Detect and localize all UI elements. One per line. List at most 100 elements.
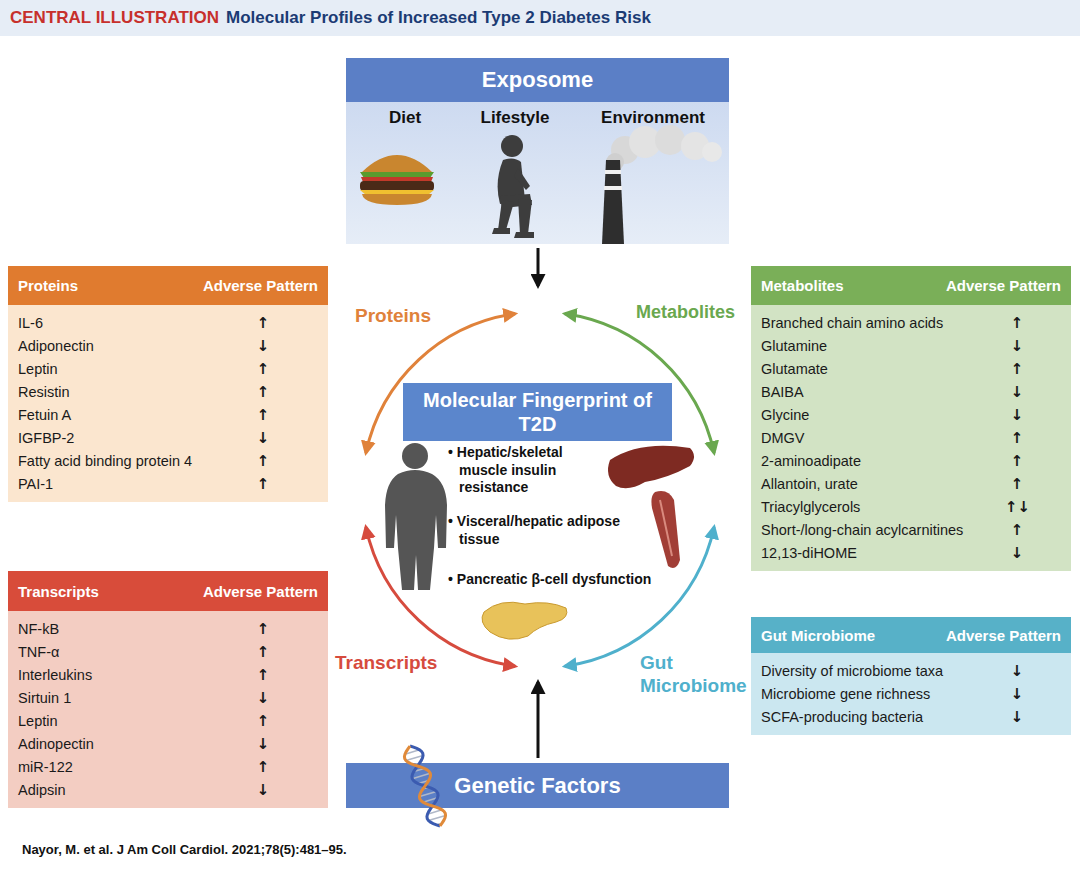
table-cell: IGFBP-2 xyxy=(18,430,74,446)
table-cell: Short-/long-chain acylcarnitines xyxy=(761,522,963,538)
category-label: Lifestyle xyxy=(481,108,550,128)
trend-arrow: ↑ xyxy=(1005,475,1029,493)
table-row: Adiponectin↓ xyxy=(8,334,328,357)
trend-arrow: ↑↓ xyxy=(1005,498,1029,516)
trend-arrow: ↑ xyxy=(251,406,275,424)
trend-arrow: ↑ xyxy=(251,314,275,332)
table-row: Diversity of microbiome taxa↓ xyxy=(751,659,1071,682)
trend-arrow: ↑ xyxy=(251,475,275,493)
column-heading: Adverse Pattern xyxy=(203,583,318,600)
title: Molecular Profiles of Increased Type 2 D… xyxy=(226,8,651,28)
table-cell: Glutamate xyxy=(761,361,828,377)
exposome-box: ExposomeDiet Lifestyle Environment xyxy=(346,58,729,244)
table-row: Fetuin A ↑ xyxy=(8,403,328,426)
table-row: Branched chain amino acids ↑ xyxy=(751,311,1071,334)
panel-header: Gut Microbiome Adverse Pattern xyxy=(751,617,1071,653)
trend-arrow: ↓ xyxy=(1005,406,1029,424)
trend-arrow: ↓ xyxy=(251,337,275,355)
trend-arrow: ↑ xyxy=(1005,360,1029,378)
column-heading: Adverse Pattern xyxy=(946,627,1061,644)
table-row: Resistin↑ xyxy=(8,380,328,403)
dna-helix xyxy=(404,746,445,826)
human-silhouette xyxy=(385,443,447,590)
table-row: Microbiome gene richness ↓ xyxy=(751,682,1071,705)
table-row: Glutamate ↑ xyxy=(751,357,1071,380)
panel-header: ProteinsAdverse Pattern xyxy=(8,266,328,305)
trend-arrow: ↑ xyxy=(251,643,275,661)
table-row: miR-122↑ xyxy=(8,755,328,778)
table-row: Adinopectin ↓ xyxy=(8,732,328,755)
exposome-arrow xyxy=(537,248,540,286)
table-row: SCFA-producing bacteria↓ xyxy=(751,705,1071,728)
title-row: CENTRAL ILLUSTRATION Molecular Profiles o… xyxy=(10,0,651,36)
trend-arrow: ↑ xyxy=(1005,521,1029,539)
table-row: IL-6↑ xyxy=(8,311,328,334)
header-text: Exposome xyxy=(482,67,593,93)
burger-icon xyxy=(360,155,434,205)
table-row: Glutamine↓ xyxy=(751,334,1071,357)
table-row: Sirtuin 1↓ xyxy=(8,686,328,709)
table-row: Leptin↑ xyxy=(8,709,328,732)
trend-arrow: ↓ xyxy=(1005,337,1029,355)
panel-title: Transcripts xyxy=(18,583,99,600)
trend-arrow: ↓ xyxy=(251,429,275,447)
table-cell: DMGV xyxy=(761,430,805,446)
proteins-panel: ProteinsAdverse PatternIL-6↑Adiponectin↓… xyxy=(8,266,328,502)
trend-arrow: ↑ xyxy=(1005,452,1029,470)
panel-body: IL-6↑Adiponectin↓Leptin↑Resistin↑Fetuin … xyxy=(8,305,328,502)
table-cell: Microbiome gene richness xyxy=(761,686,930,702)
title-bar xyxy=(0,0,1080,36)
trend-arrow: ↑ xyxy=(251,620,275,638)
table-cell: Triacylglycerols xyxy=(761,499,860,515)
trend-arrow: ↑ xyxy=(251,758,275,776)
trend-arrow: ↓ xyxy=(1005,685,1029,703)
table-cell: Adipsin xyxy=(18,782,66,798)
panel-title: Gut Microbiome xyxy=(761,627,875,644)
pancreas-icon xyxy=(482,602,567,639)
title-kicker: CENTRAL ILLUSTRATION xyxy=(10,8,219,28)
table-cell: Branched chain amino acids xyxy=(761,315,943,331)
category-label: Diet xyxy=(389,108,421,128)
table-cell: NF-kB xyxy=(18,621,59,637)
table-row: PAI-1↑ xyxy=(8,472,328,495)
trend-arrow: ↓ xyxy=(1005,383,1029,401)
transcripts-panel: TranscriptsAdverse PatternNF-kB↑TNF-α↑In… xyxy=(8,571,328,808)
table-row: DMGV↑ xyxy=(751,426,1071,449)
microbiome-panel: Gut Microbiome Adverse PatternDiversity o… xyxy=(751,617,1071,735)
table-cell: 12,13-diHOME xyxy=(761,545,857,561)
fingerprint-box: Molecular Fingerprint of T2D xyxy=(403,383,672,441)
bullet-text: • Visceral/hepatic adipose tissue xyxy=(448,513,634,548)
table-row: 2-aminoadipate↑ xyxy=(751,449,1071,472)
table-row: Glycine↓ xyxy=(751,403,1071,426)
arc-label: Metabolites xyxy=(636,302,735,324)
table-cell: Fatty acid binding protein 4 xyxy=(18,453,192,469)
trend-arrow: ↓ xyxy=(1005,662,1029,680)
trend-arrow: ↓ xyxy=(1005,544,1029,562)
trend-arrow: ↓ xyxy=(251,735,275,753)
panel-header: MetabolitesAdverse Pattern xyxy=(751,266,1071,305)
table-cell: Adinopectin xyxy=(18,736,94,752)
column-heading: Adverse Pattern xyxy=(203,277,318,294)
table-cell: Fetuin A xyxy=(18,407,71,423)
panel-body: Diversity of microbiome taxa↓Microbiome … xyxy=(751,653,1071,735)
band-text: Genetic Factors xyxy=(454,773,620,799)
genetic-band xyxy=(346,763,729,808)
table-cell: Leptin xyxy=(18,361,58,377)
trend-arrow: ↓ xyxy=(251,689,275,707)
table-cell: Resistin xyxy=(18,384,70,400)
table-cell: BAIBA xyxy=(761,384,804,400)
trend-arrow: ↓ xyxy=(1005,708,1029,726)
seated-person-icon xyxy=(492,135,534,238)
exposome-panel xyxy=(346,58,729,244)
trend-arrow: ↑ xyxy=(1005,314,1029,332)
arc-label: Proteins xyxy=(355,305,431,328)
table-row: TNF-α↑ xyxy=(8,640,328,663)
liver-icon xyxy=(608,446,694,489)
panel-body: NF-kB↑TNF-α↑Interleukins↑Sirtuin 1↓Lepti… xyxy=(8,611,328,808)
bullet-text: • Hepatic/skeletal muscle insulin resist… xyxy=(448,444,609,497)
table-row: NF-kB ↑ xyxy=(8,617,328,640)
category-label: Environment xyxy=(601,108,705,128)
trend-arrow: ↑ xyxy=(251,666,275,684)
table-row: Leptin↑ xyxy=(8,357,328,380)
